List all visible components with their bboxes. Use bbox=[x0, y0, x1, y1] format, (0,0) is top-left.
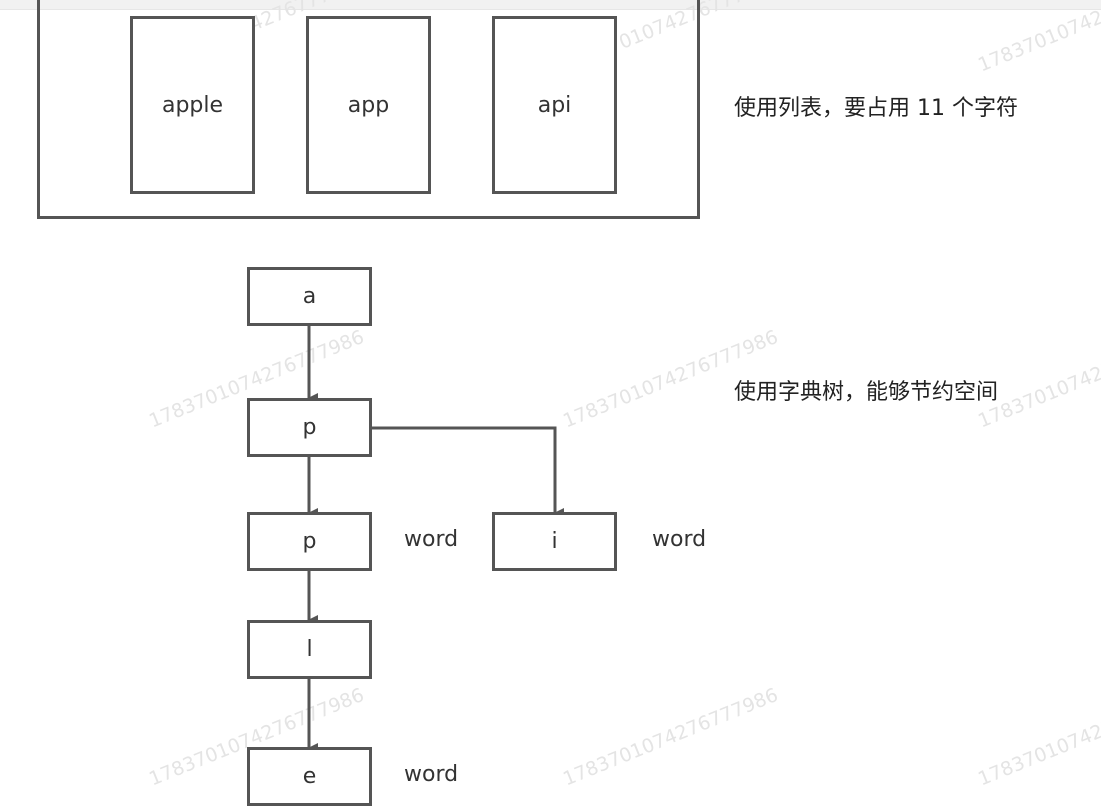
list-container bbox=[37, 0, 700, 219]
word-mark-p2: word bbox=[404, 527, 459, 552]
list-item-app: app bbox=[306, 16, 431, 194]
watermark: 1783701074276777986 bbox=[560, 683, 782, 791]
trie-node-p1: p bbox=[247, 398, 372, 457]
list-item-api: api bbox=[492, 16, 617, 194]
trie-node-a: a bbox=[247, 267, 372, 326]
top-edge-bar bbox=[0, 0, 1101, 10]
trie-node-e: e bbox=[247, 747, 372, 806]
trie-node-i: i bbox=[492, 512, 617, 571]
trie-node-p2: p bbox=[247, 512, 372, 571]
list-caption: 使用列表，要占用 11 个字符 bbox=[734, 96, 1018, 121]
watermark: 1783701074276777986 bbox=[975, 683, 1101, 791]
trie-caption: 使用字典树，能够节约空间 bbox=[734, 380, 999, 405]
word-mark-i: word bbox=[652, 527, 707, 552]
list-item-apple: apple bbox=[130, 16, 255, 194]
word-mark-e: word bbox=[404, 762, 459, 787]
watermark: 1783701074276777986 bbox=[975, 0, 1101, 77]
edge-p-i bbox=[372, 426, 564, 518]
trie-node-l: l bbox=[247, 620, 372, 679]
